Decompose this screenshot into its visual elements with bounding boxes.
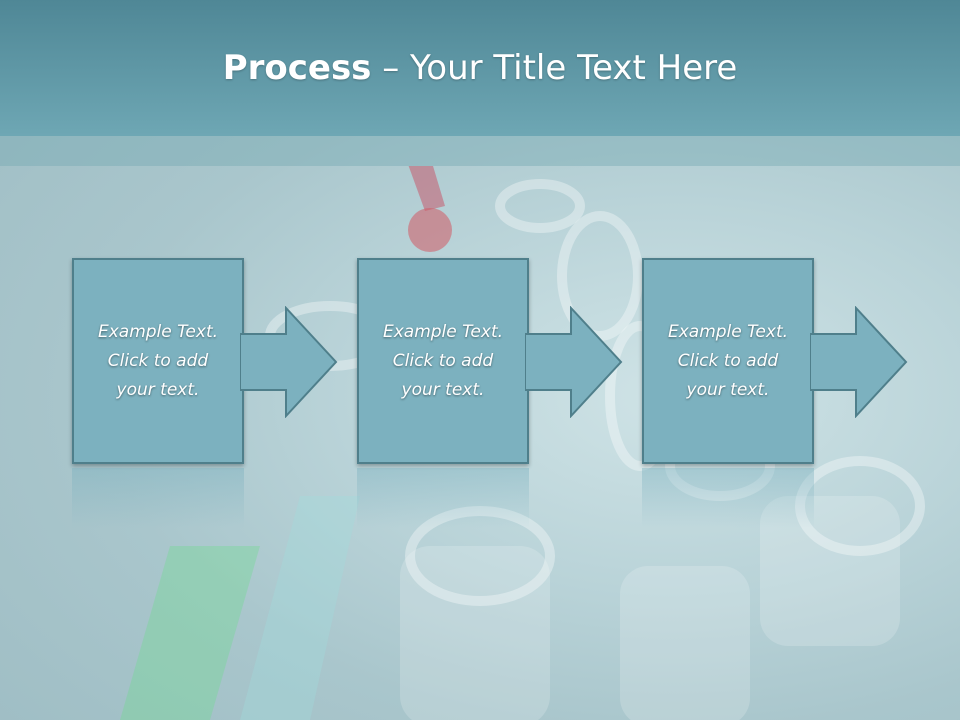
arrow-right-icon [240,306,338,418]
title-strong: Process [222,48,372,88]
arrow-right-icon [525,306,623,418]
title-sub-band [0,136,960,166]
title-bar: Process – Your Title Text Here [0,0,960,136]
title-rest: – Your Title Text Here [382,48,738,88]
lab-background-image [120,166,925,720]
slide-title[interactable]: Process – Your Title Text Here [223,51,738,85]
step-1-reflection [72,468,244,528]
step-2-reflection [357,468,529,528]
step-3-reflection [642,468,814,528]
arrow-right-icon [810,306,908,418]
